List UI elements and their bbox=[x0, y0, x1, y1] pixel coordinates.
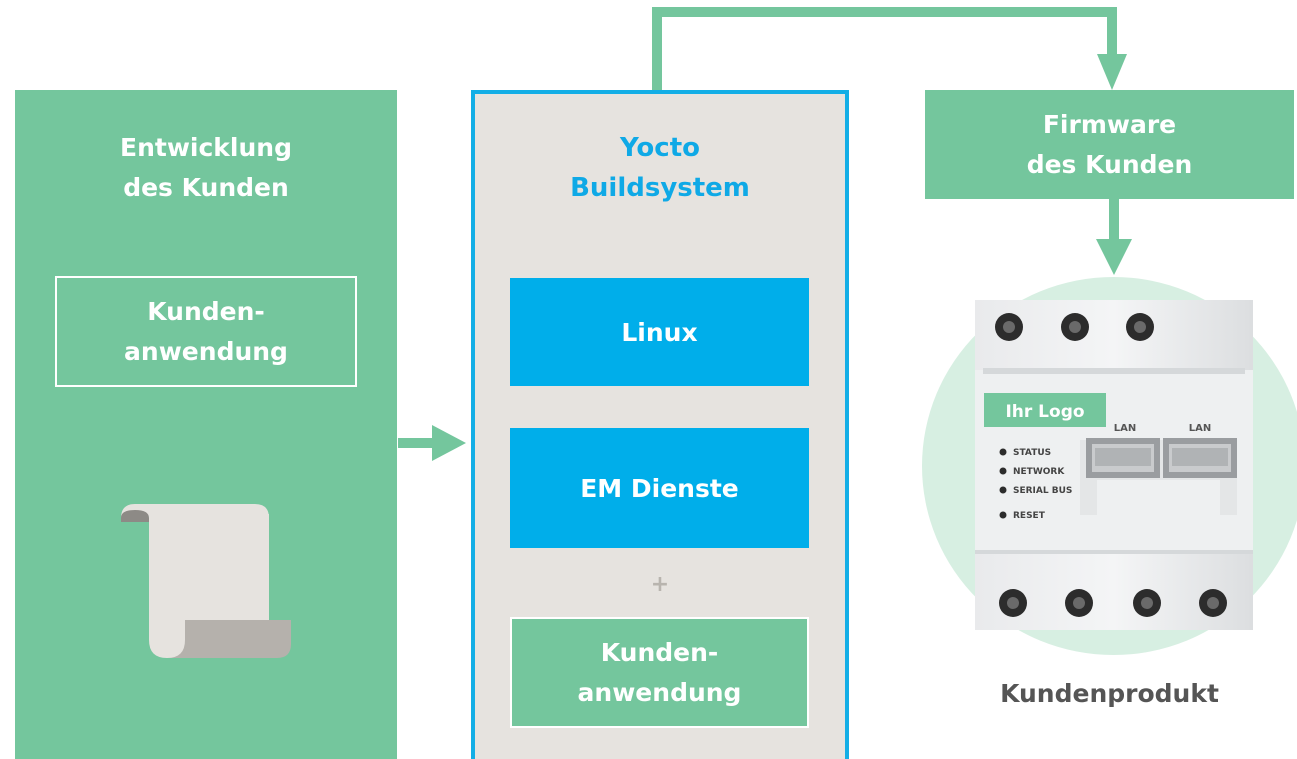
device-illustration: Ihr Logo LAN LAN STATUS NETWORK SERIAL B… bbox=[975, 300, 1253, 630]
device-logo-label: Ihr Logo bbox=[1005, 402, 1084, 422]
led-reset-label: RESET bbox=[1013, 511, 1046, 521]
lan-port-icon bbox=[1086, 438, 1237, 478]
customer-product-label: Kundenprodukt bbox=[1000, 678, 1219, 708]
led-status-label: STATUS bbox=[1013, 448, 1051, 458]
plus-sign: + bbox=[650, 571, 670, 597]
led-serial-label: SERIAL BUS bbox=[1013, 486, 1072, 496]
arrow-down-icon bbox=[1096, 199, 1132, 275]
linux-box: Linux bbox=[510, 278, 809, 386]
screw-icon bbox=[995, 313, 1154, 341]
fw-line1: Firmware bbox=[1042, 109, 1177, 139]
yocto-title: Yocto Buildsystem bbox=[471, 128, 849, 208]
customer-firmware-box: Firmware des Kunden bbox=[925, 90, 1294, 199]
yocto-title-line2: Buildsystem bbox=[570, 173, 750, 203]
customer-application-box: Kunden- anwendung bbox=[55, 276, 357, 387]
yocto-app-line1: Kunden- bbox=[600, 637, 719, 667]
dev-title-line1: Entwicklung bbox=[120, 133, 292, 162]
yocto-title-line1: Yocto bbox=[619, 133, 700, 163]
yocto-app-line2: anwendung bbox=[577, 677, 742, 707]
dev-app-line1: Kunden- bbox=[147, 296, 265, 326]
lan1-label: LAN bbox=[1114, 423, 1136, 434]
dev-title-line2: des Kunden bbox=[123, 173, 289, 202]
yocto-customer-application-box: Kunden- anwendung bbox=[510, 617, 809, 728]
customer-development-title: Entwicklung des Kunden bbox=[15, 128, 397, 208]
arrow-right-icon bbox=[398, 425, 466, 461]
connector-arrow-icon bbox=[652, 7, 1127, 92]
led-network-label: NETWORK bbox=[1013, 467, 1065, 477]
lan2-label: LAN bbox=[1189, 423, 1211, 434]
dev-app-line2: anwendung bbox=[124, 336, 288, 366]
scroll-icon bbox=[121, 504, 291, 658]
fw-line2: des Kunden bbox=[1026, 149, 1193, 179]
em-services-box: EM Dienste bbox=[510, 428, 809, 548]
